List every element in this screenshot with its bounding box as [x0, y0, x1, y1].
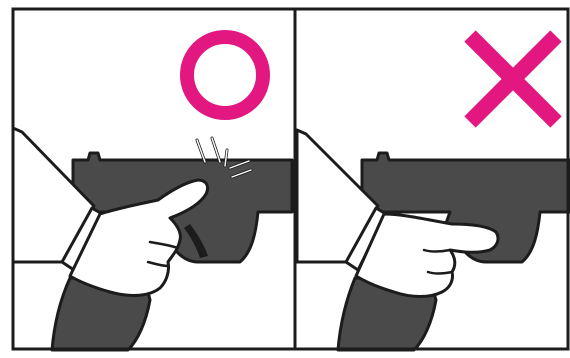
panel-incorrect	[297, 9, 570, 350]
panel-correct	[13, 9, 295, 350]
